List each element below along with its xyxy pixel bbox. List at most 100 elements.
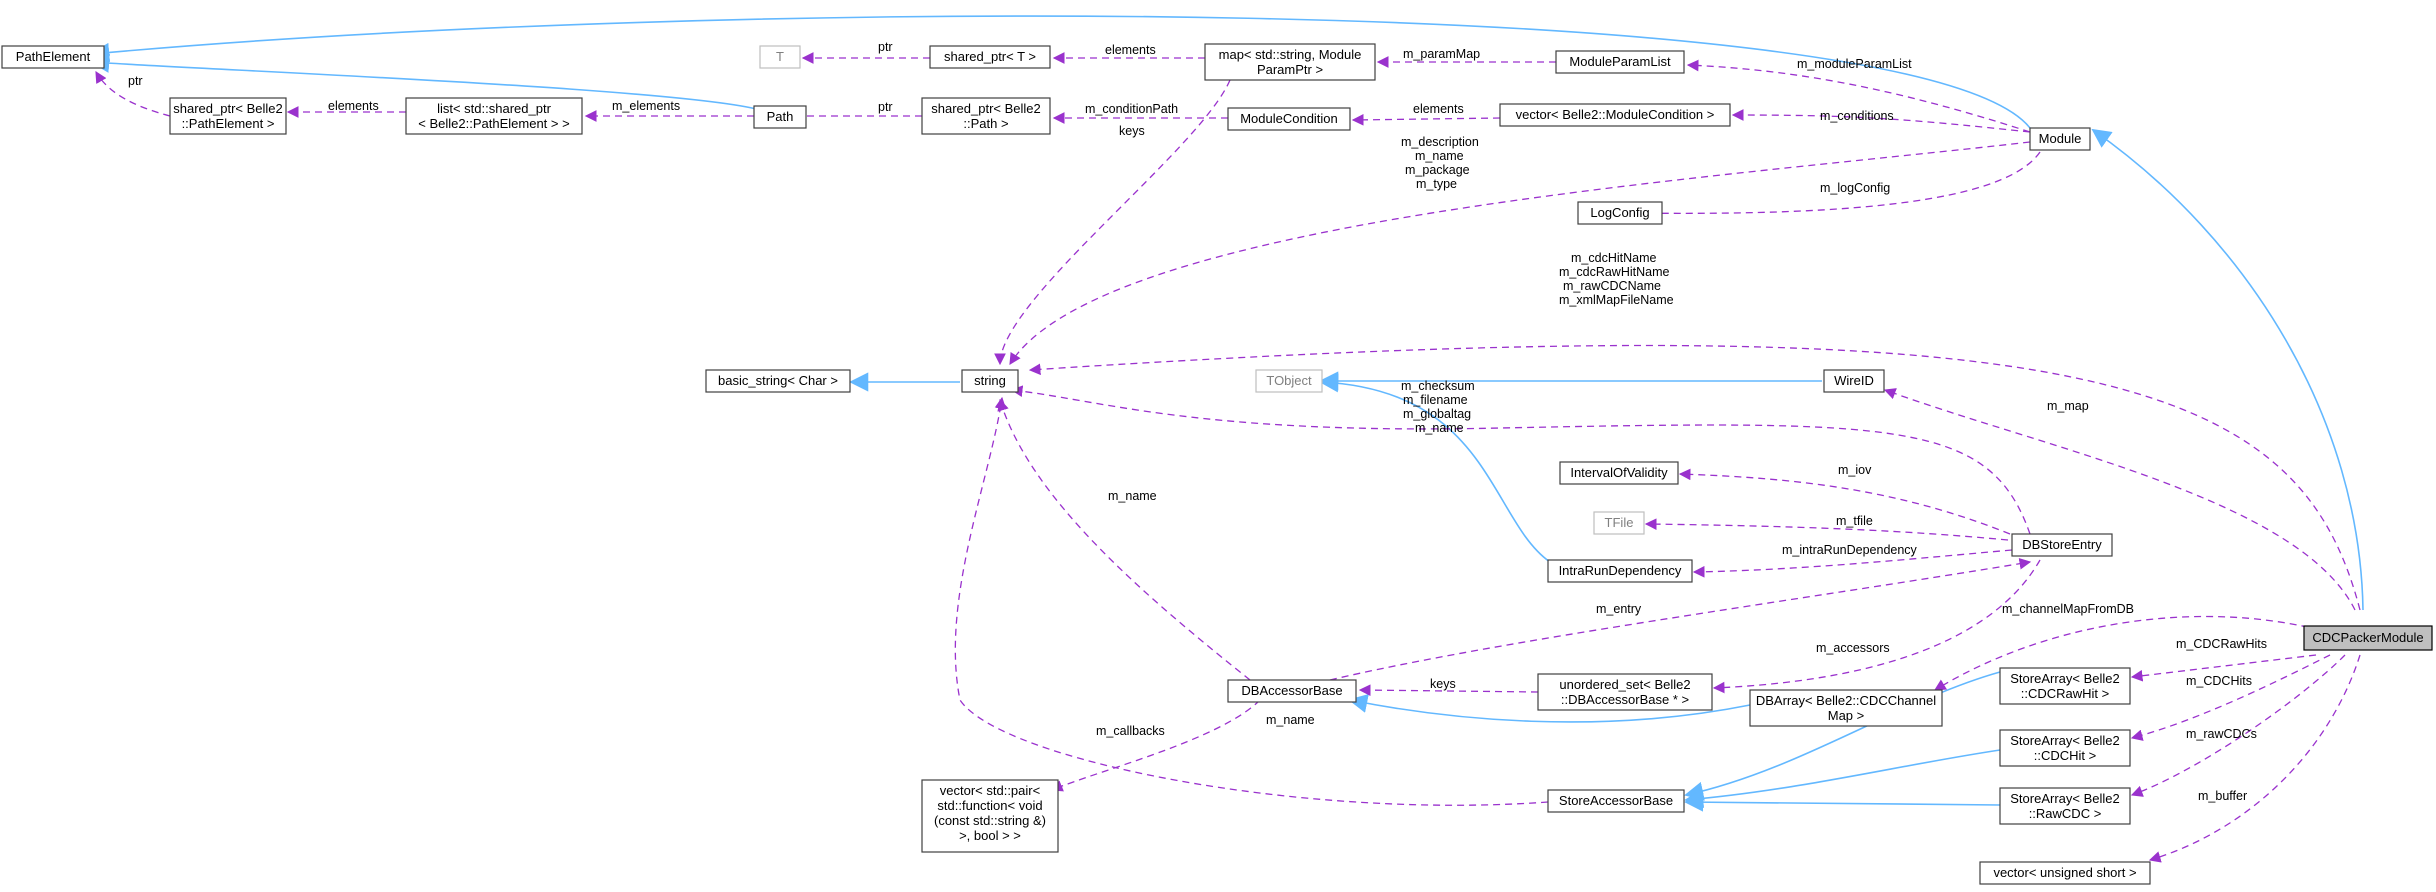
node-modulecondition[interactable]: ModuleCondition bbox=[1227, 107, 1351, 131]
node-shared-ptr-t[interactable]: shared_ptr< T > bbox=[929, 45, 1051, 69]
nodes: PathElement shared_ptr< Belle2 ::PathEle… bbox=[1, 43, 2433, 885]
node-list-shared-ptr[interactable]: list< std::shared_ptr < Belle2::PathElem… bbox=[405, 97, 583, 135]
node-cdcpackermodule[interactable]: CDCPackerModule bbox=[2303, 625, 2433, 651]
label-cdc-str-3: m_rawCDCName bbox=[1563, 279, 1661, 293]
label-m-map: m_map bbox=[2047, 399, 2089, 413]
node-intervalofvalidity[interactable]: IntervalOfValidity bbox=[1559, 461, 1679, 485]
node-storeaccessorbase[interactable]: StoreAccessorBase bbox=[1547, 789, 1685, 813]
node-dbstoreentry-label: DBStoreEntry bbox=[2022, 537, 2102, 552]
edge-cdcpacker-strings bbox=[1028, 344, 2361, 611]
node-logconfig-box[interactable]: LogConfig bbox=[1577, 201, 1663, 225]
edge-path-inherits-pathelement bbox=[90, 53, 771, 115]
node-tfile[interactable]: TFile bbox=[1593, 511, 1645, 535]
node-tfile-label: TFile bbox=[1605, 515, 1634, 530]
label-m-elements: m_elements bbox=[612, 99, 680, 113]
node-wireid[interactable]: WireID bbox=[1823, 369, 1885, 393]
edge-dbstore-m_iov bbox=[1678, 468, 2011, 535]
label-keys-2: keys bbox=[1430, 677, 1456, 691]
label-cdc-str-4: m_xmlMapFileName bbox=[1559, 293, 1674, 307]
node-vector-modulecondition[interactable]: vector< Belle2::ModuleCondition > bbox=[1499, 103, 1731, 127]
node-map-param[interactable]: map< std::string, Module ParamPtr > bbox=[1204, 43, 1376, 81]
label-ptr-2: ptr bbox=[878, 40, 893, 54]
label-m-name-dba: m_name bbox=[1108, 489, 1157, 503]
label-db-str-2: m_filename bbox=[1403, 393, 1468, 407]
node-label-line: < Belle2::PathElement > > bbox=[418, 116, 569, 131]
node-label-line: shared_ptr< Belle2 bbox=[173, 101, 283, 116]
edge-dbstore-m_intraRun bbox=[1692, 549, 2013, 578]
node-logconfig-label: LogConfig bbox=[1590, 205, 1649, 220]
edge-cdcpacker-inherits-module bbox=[2091, 128, 2364, 611]
edge-sa-hit-inherits-storeaccessor bbox=[1684, 749, 2001, 809]
node-vector-pair[interactable]: vector< std::pair< std::function< void (… bbox=[921, 779, 1059, 853]
label-db-str-4: m_name bbox=[1415, 421, 1464, 435]
label-module-str-4: m_type bbox=[1416, 177, 1457, 191]
node-label-line: ::DBAccessorBase * > bbox=[1561, 692, 1689, 707]
node-vector-unsigned-short[interactable]: vector< unsigned short > bbox=[1979, 861, 2151, 885]
label-module-str-1: m_description bbox=[1401, 135, 1479, 149]
label-m-buffer: m_buffer bbox=[2198, 789, 2247, 803]
node-label-line: StoreArray< Belle2 bbox=[2010, 671, 2119, 686]
label-module-str-3: m_package bbox=[1405, 163, 1470, 177]
node-intrarundependency[interactable]: IntraRunDependency bbox=[1547, 559, 1693, 583]
label-ptr-3: ptr bbox=[878, 100, 893, 114]
label-m-conditionpath: m_conditionPath bbox=[1085, 102, 1178, 116]
node-pathelement[interactable]: PathElement bbox=[1, 45, 105, 69]
node-tobject[interactable]: TObject bbox=[1255, 369, 1323, 393]
node-basic-string[interactable]: basic_string< Char > bbox=[705, 369, 851, 393]
node-shared-ptr-pathelement[interactable]: shared_ptr< Belle2 ::PathElement > bbox=[169, 97, 287, 135]
edge-sa-rcdc-inherits-storeaccessor bbox=[1684, 792, 2001, 812]
label-m-cdcrawhits: m_CDCRawHits bbox=[2176, 637, 2267, 651]
node-label-line: ::PathElement > bbox=[182, 116, 275, 131]
node-unordered-set[interactable]: unordered_set< Belle2 ::DBAccessorBase *… bbox=[1537, 673, 1713, 711]
label-m-entry: m_entry bbox=[1596, 602, 1642, 616]
node-module[interactable]: Module bbox=[2029, 127, 2091, 151]
node-label-line: ::CDCRawHit > bbox=[2021, 686, 2110, 701]
edges bbox=[90, 15, 2364, 863]
node-dbarray[interactable]: DBArray< Belle2::CDCChannel Map > bbox=[1749, 689, 1943, 727]
node-dbaccessorbase-label: DBAccessorBase bbox=[1241, 683, 1342, 698]
node-t[interactable]: T bbox=[759, 45, 801, 69]
label-m-rawcdcs: m_rawCDCs bbox=[2186, 727, 2257, 741]
node-path-box[interactable]: Path bbox=[753, 105, 807, 129]
edge-module-strings bbox=[1009, 141, 2031, 365]
node-label-line: unordered_set< Belle2 bbox=[1559, 677, 1690, 692]
node-label-line: >, bool > > bbox=[959, 828, 1021, 843]
node-basic-string-label: basic_string< Char > bbox=[718, 373, 838, 388]
node-storearray-cdchit[interactable]: StoreArray< Belle2 ::CDCHit > bbox=[1999, 729, 2131, 767]
edge-cdcpacker-m_CDCHits bbox=[2130, 654, 2331, 741]
node-t-label: T bbox=[776, 49, 784, 64]
node-dbaccessorbase[interactable]: DBAccessorBase bbox=[1227, 679, 1357, 703]
node-label-line: list< std::shared_ptr bbox=[437, 101, 551, 116]
node-label-line: vector< std::pair< bbox=[940, 783, 1040, 798]
edge-dbarray-inherits-dbaccessor bbox=[1348, 693, 1751, 723]
node-label-line: ::RawCDC > bbox=[2029, 806, 2102, 821]
node-storearray-rawcdc[interactable]: StoreArray< Belle2 ::RawCDC > bbox=[1999, 787, 2131, 825]
edge-cdcpacker-m_channelMapFromDB bbox=[1934, 615, 2321, 691]
node-label-line: map< std::string, Module bbox=[1219, 47, 1362, 62]
edge-cdcpacker-m_map bbox=[1883, 388, 2356, 611]
node-storearray-cdcrawhit[interactable]: StoreArray< Belle2 ::CDCRawHit > bbox=[1999, 667, 2131, 705]
node-label-line: DBArray< Belle2::CDCChannel bbox=[1756, 693, 1936, 708]
node-string-label: string bbox=[974, 373, 1006, 388]
label-m-tfile: m_tfile bbox=[1836, 514, 1873, 528]
node-label-line: StoreArray< Belle2 bbox=[2010, 733, 2119, 748]
edge-cdcpacker-m_rawCDCs bbox=[2130, 654, 2346, 797]
label-elements-1: elements bbox=[328, 99, 379, 113]
label-m-iov: m_iov bbox=[1838, 463, 1872, 477]
label-keys-1: keys bbox=[1119, 124, 1145, 138]
label-m-accessors: m_accessors bbox=[1816, 641, 1890, 655]
edge-module-m_conditions bbox=[1731, 109, 2031, 133]
label-m-name-sab: m_name bbox=[1266, 713, 1315, 727]
node-shared-ptr-path[interactable]: shared_ptr< Belle2 ::Path > bbox=[921, 97, 1051, 135]
node-string[interactable]: string bbox=[961, 369, 1019, 393]
node-moduleparamlist[interactable]: ModuleParamList bbox=[1555, 50, 1685, 74]
edge-dbstore-strings bbox=[1010, 385, 2031, 535]
label-module-str-2: m_name bbox=[1415, 149, 1464, 163]
edge-dbstore-m_tfile bbox=[1644, 518, 2009, 541]
node-path-box-label: Path bbox=[767, 109, 794, 124]
edge-map-keys bbox=[994, 79, 1231, 366]
node-label-line: StoreArray< Belle2 bbox=[2010, 791, 2119, 806]
node-dbstoreentry[interactable]: DBStoreEntry bbox=[2011, 533, 2113, 557]
edge-dbaccessor-m_entry bbox=[1329, 557, 2032, 681]
